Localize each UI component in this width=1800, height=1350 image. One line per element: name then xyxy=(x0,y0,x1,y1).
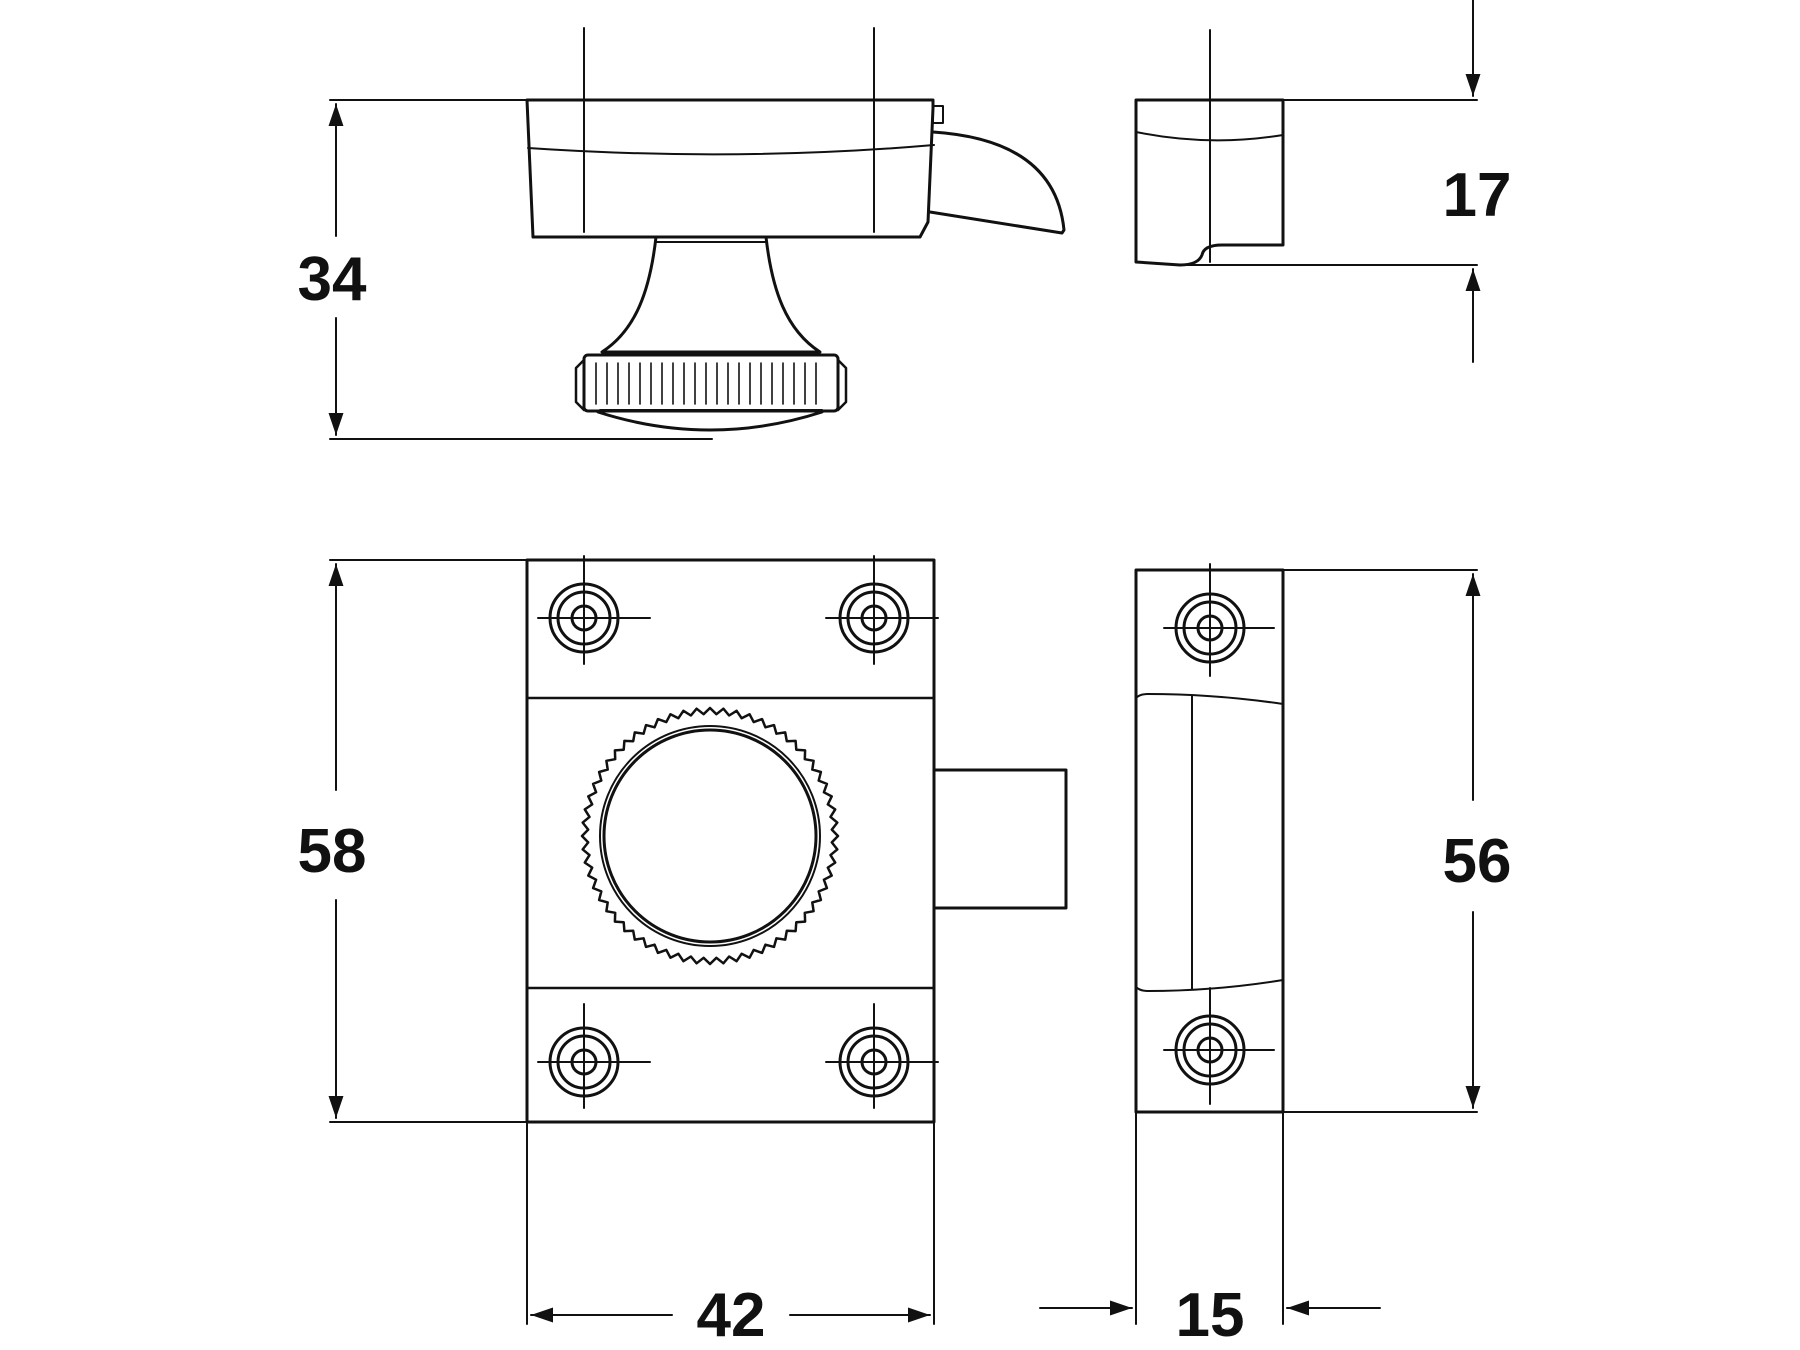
dim-label-34: 34 xyxy=(298,245,367,314)
dim-15 xyxy=(1039,1111,1381,1325)
keep-screw-holes xyxy=(1163,563,1275,1105)
latch-body-side xyxy=(525,98,935,239)
screw-hole xyxy=(537,1003,651,1109)
latch-knob-neck xyxy=(600,235,822,354)
latch-knob-front xyxy=(580,706,840,966)
dim-label-56: 56 xyxy=(1443,827,1512,896)
dim-label-58: 58 xyxy=(298,817,367,886)
keep-side-view xyxy=(1134,0,1481,363)
dim-58 xyxy=(328,559,528,1123)
dim-label-15: 15 xyxy=(1176,1281,1245,1350)
screw-hole xyxy=(825,1003,939,1109)
screw-hole xyxy=(825,555,939,665)
screw-hole xyxy=(1163,563,1275,677)
latch-front-view xyxy=(328,555,1068,1325)
latch-side-view xyxy=(328,27,1066,440)
screw-hole xyxy=(1163,987,1275,1105)
dim-label-42: 42 xyxy=(697,1281,766,1350)
keep-front-view xyxy=(1039,563,1481,1325)
latch-bolt-side xyxy=(928,130,1066,235)
dim-label-17: 17 xyxy=(1443,161,1512,230)
screw-hole xyxy=(537,555,651,665)
dim-34 xyxy=(328,99,713,440)
latch-screw-holes xyxy=(537,555,939,1109)
dim-17 xyxy=(1179,0,1481,363)
dim-42 xyxy=(526,1121,935,1325)
latch-knob-side xyxy=(582,353,840,413)
latch-side-centerlines xyxy=(583,27,875,233)
dim-56 xyxy=(1282,569,1481,1113)
latch-bolt-front xyxy=(932,768,1068,910)
